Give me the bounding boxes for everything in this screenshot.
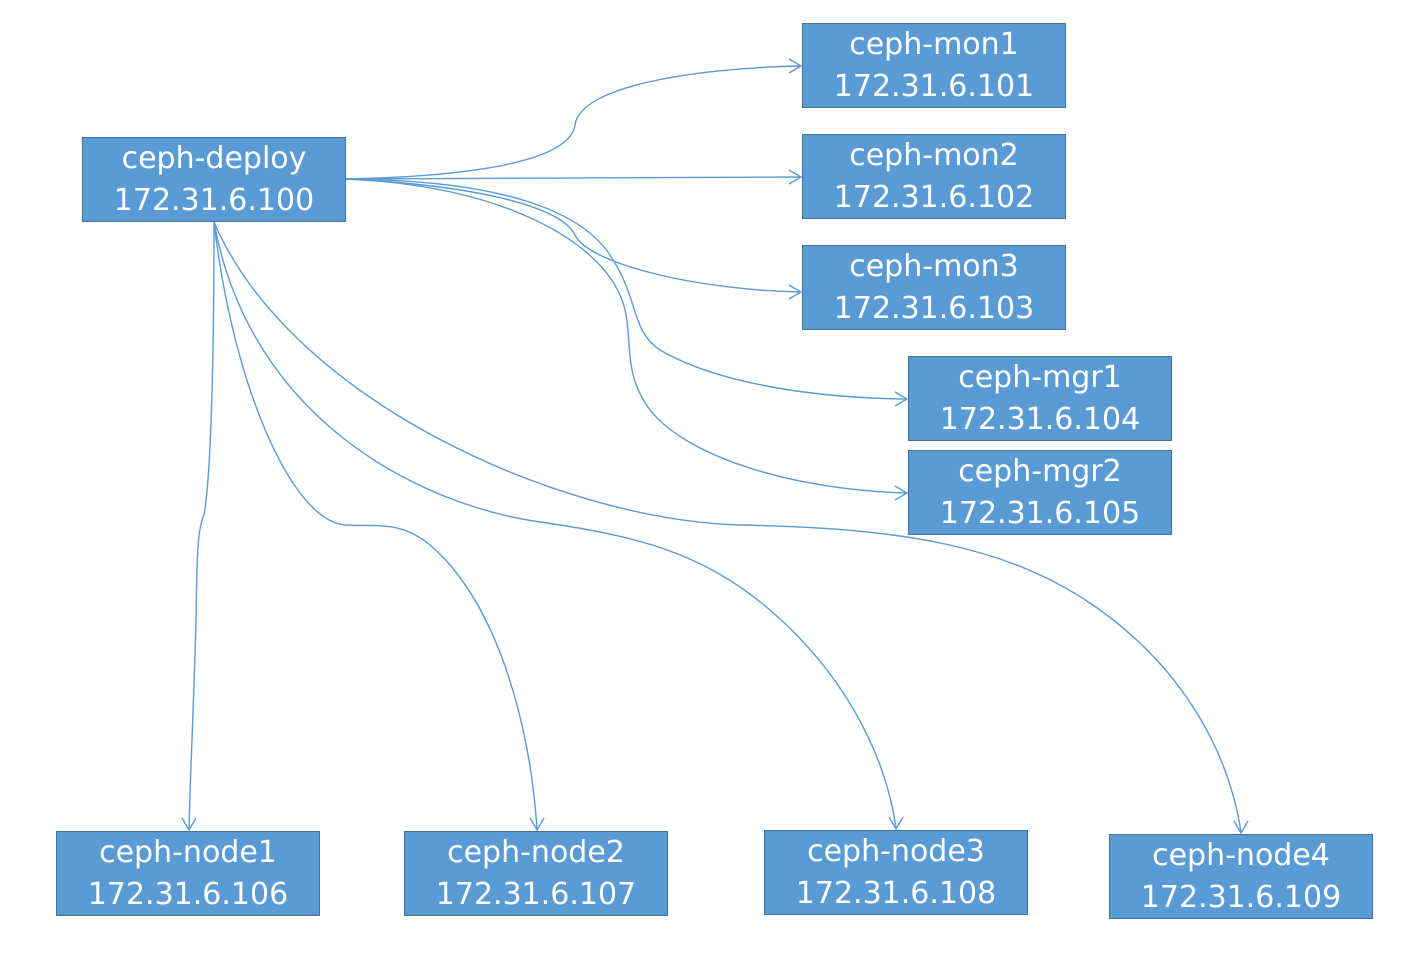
arrowhead-mon3 <box>788 284 803 300</box>
arrowhead-node3 <box>888 816 904 831</box>
node-ip: 172.31.6.108 <box>795 875 997 911</box>
arrowhead-node1 <box>181 817 197 832</box>
edge-deploy-mgr2 <box>345 178 907 494</box>
arrowhead-mgr1 <box>894 391 909 407</box>
node-name: ceph-mgr1 <box>958 359 1122 395</box>
arrowhead-mon2 <box>788 169 803 185</box>
node-ceph-mon2: ceph-mon2 172.31.6.102 <box>802 134 1066 219</box>
edge-deploy-node2 <box>213 221 538 830</box>
node-ip: 172.31.6.102 <box>833 179 1035 215</box>
edge-deploy-node4 <box>213 221 1242 833</box>
node-name: ceph-mgr2 <box>958 453 1122 489</box>
node-name: ceph-node4 <box>1152 837 1330 873</box>
edge-deploy-node1 <box>188 221 215 830</box>
edge-deploy-mon3 <box>345 178 801 293</box>
arrowhead-mon1 <box>788 58 803 74</box>
node-ip: 172.31.6.105 <box>939 495 1141 531</box>
node-ip: 172.31.6.104 <box>939 401 1141 437</box>
node-name: ceph-deploy <box>121 140 307 176</box>
node-ip: 172.31.6.103 <box>833 290 1035 326</box>
edge-deploy-mgr1 <box>345 178 907 400</box>
node-ceph-node4: ceph-node4 172.31.6.109 <box>1109 834 1373 919</box>
edge-deploy-mon1 <box>345 65 801 180</box>
node-name: ceph-mon3 <box>849 248 1019 284</box>
node-name: ceph-mon2 <box>849 137 1019 173</box>
node-ceph-deploy: ceph-deploy 172.31.6.100 <box>82 137 346 222</box>
node-name: ceph-node1 <box>99 834 277 870</box>
node-ceph-node2: ceph-node2 172.31.6.107 <box>404 831 668 916</box>
node-ip: 172.31.6.101 <box>833 68 1035 104</box>
node-ip: 172.31.6.107 <box>435 876 637 912</box>
node-name: ceph-node2 <box>447 834 625 870</box>
arrowhead-node4 <box>1233 820 1249 835</box>
node-ip: 172.31.6.106 <box>87 876 289 912</box>
node-ip: 172.31.6.100 <box>113 182 315 218</box>
arrowhead-node2 <box>529 817 545 832</box>
edge-deploy-mon2 <box>345 176 801 180</box>
node-ceph-node3: ceph-node3 172.31.6.108 <box>764 830 1028 915</box>
node-ceph-mon3: ceph-mon3 172.31.6.103 <box>802 245 1066 330</box>
node-ceph-mgr1: ceph-mgr1 172.31.6.104 <box>908 356 1172 441</box>
edge-deploy-node3 <box>213 221 897 829</box>
node-name: ceph-node3 <box>807 833 985 869</box>
node-name: ceph-mon1 <box>849 26 1019 62</box>
node-ip: 172.31.6.109 <box>1140 879 1342 915</box>
node-ceph-node1: ceph-node1 172.31.6.106 <box>56 831 320 916</box>
arrowhead-mgr2 <box>894 485 909 501</box>
node-ceph-mon1: ceph-mon1 172.31.6.101 <box>802 23 1066 108</box>
node-ceph-mgr2: ceph-mgr2 172.31.6.105 <box>908 450 1172 535</box>
